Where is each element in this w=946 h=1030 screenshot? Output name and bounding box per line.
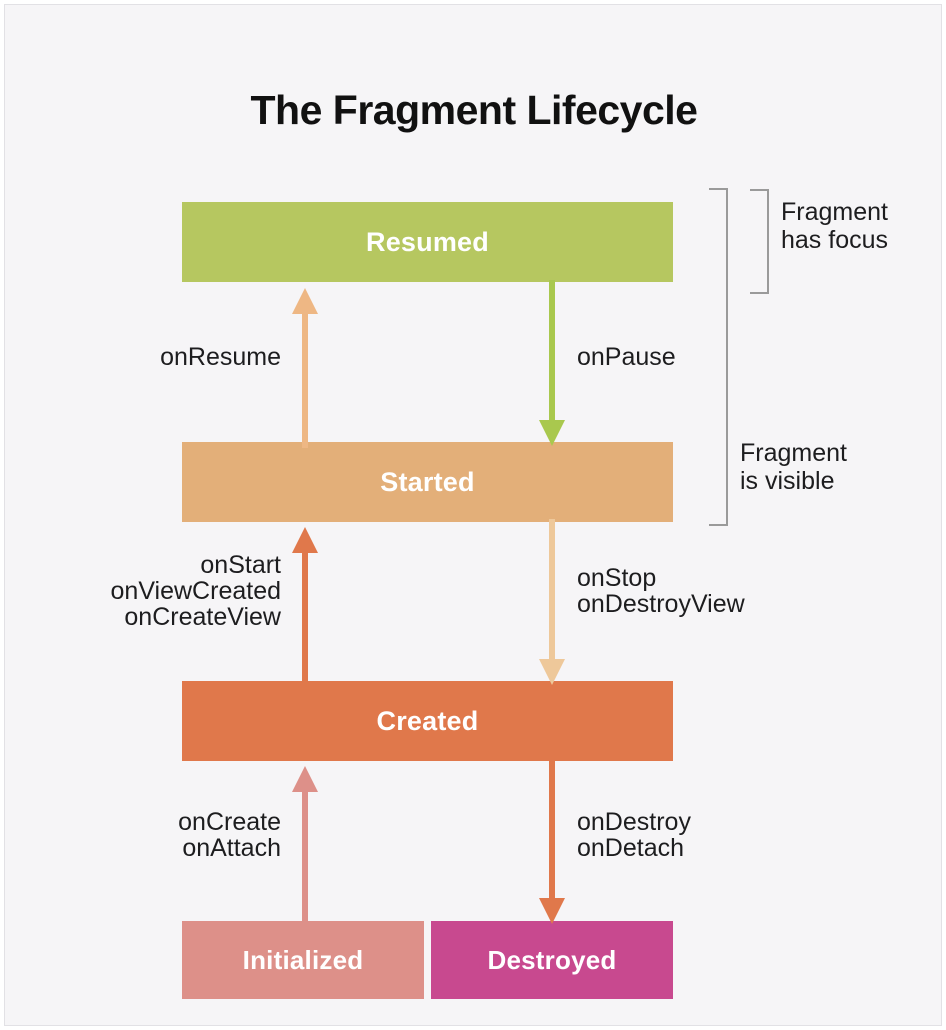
label-line: onPause (577, 343, 676, 371)
label-line: onViewCreated (110, 577, 281, 605)
label-line: onDetach (577, 834, 685, 862)
note-line: is visible (740, 466, 835, 495)
label-line: onDestroyView (577, 590, 745, 618)
state-label-resumed: Resumed (366, 226, 489, 257)
label-line: onStop (577, 564, 657, 592)
state-box-created[interactable]: Created (182, 681, 673, 761)
state-box-started[interactable]: Started (182, 442, 673, 522)
transition-label-on-start-group: onStart onViewCreated onCreateView (5, 552, 281, 630)
note-line: Fragment (740, 439, 847, 467)
transition-label-on-pause: onPause (577, 344, 877, 370)
diagram-card: The Fragment Lifecycle Resumed Started C… (4, 4, 942, 1026)
state-label-started: Started (380, 466, 475, 497)
state-box-resumed[interactable]: Resumed (182, 202, 673, 282)
state-label-created: Created (376, 705, 479, 736)
note-line: has focus (781, 225, 889, 254)
state-label-initialized: Initialized (242, 944, 364, 975)
arrow-on-resume (288, 286, 322, 448)
state-box-initialized[interactable]: Initialized (182, 921, 424, 999)
bracket-has-focus (750, 189, 769, 294)
label-line: onStart (200, 551, 281, 579)
note-line: Fragment (781, 198, 888, 226)
arrow-on-create-group (288, 764, 322, 926)
diagram-stage: The Fragment Lifecycle Resumed Started C… (5, 5, 941, 1025)
label-line: onAttach (182, 834, 281, 862)
arrow-on-stop-group (535, 519, 569, 687)
label-line: onCreate (178, 808, 281, 836)
label-line: onDestroy (577, 808, 691, 836)
page-title: The Fragment Lifecycle (250, 87, 698, 133)
arrow-on-pause (535, 280, 569, 448)
note-is-visible: Fragment is visible (740, 439, 847, 495)
state-box-destroyed[interactable]: Destroyed (431, 921, 673, 999)
transition-label-on-create-group: onCreate onAttach (5, 809, 281, 861)
transition-label-on-resume: onResume (5, 344, 281, 370)
arrow-on-start-group (288, 525, 322, 687)
label-line: onResume (160, 343, 281, 371)
transition-label-on-stop-group: onStop onDestroyView (577, 565, 897, 617)
arrow-on-destroy-group (535, 758, 569, 926)
note-has-focus: Fragment has focus (781, 198, 889, 254)
bracket-is-visible (709, 188, 728, 526)
state-label-destroyed: Destroyed (487, 944, 617, 975)
label-line: onCreateView (124, 603, 281, 631)
transition-label-on-destroy-group: onDestroy onDetach (577, 809, 897, 861)
